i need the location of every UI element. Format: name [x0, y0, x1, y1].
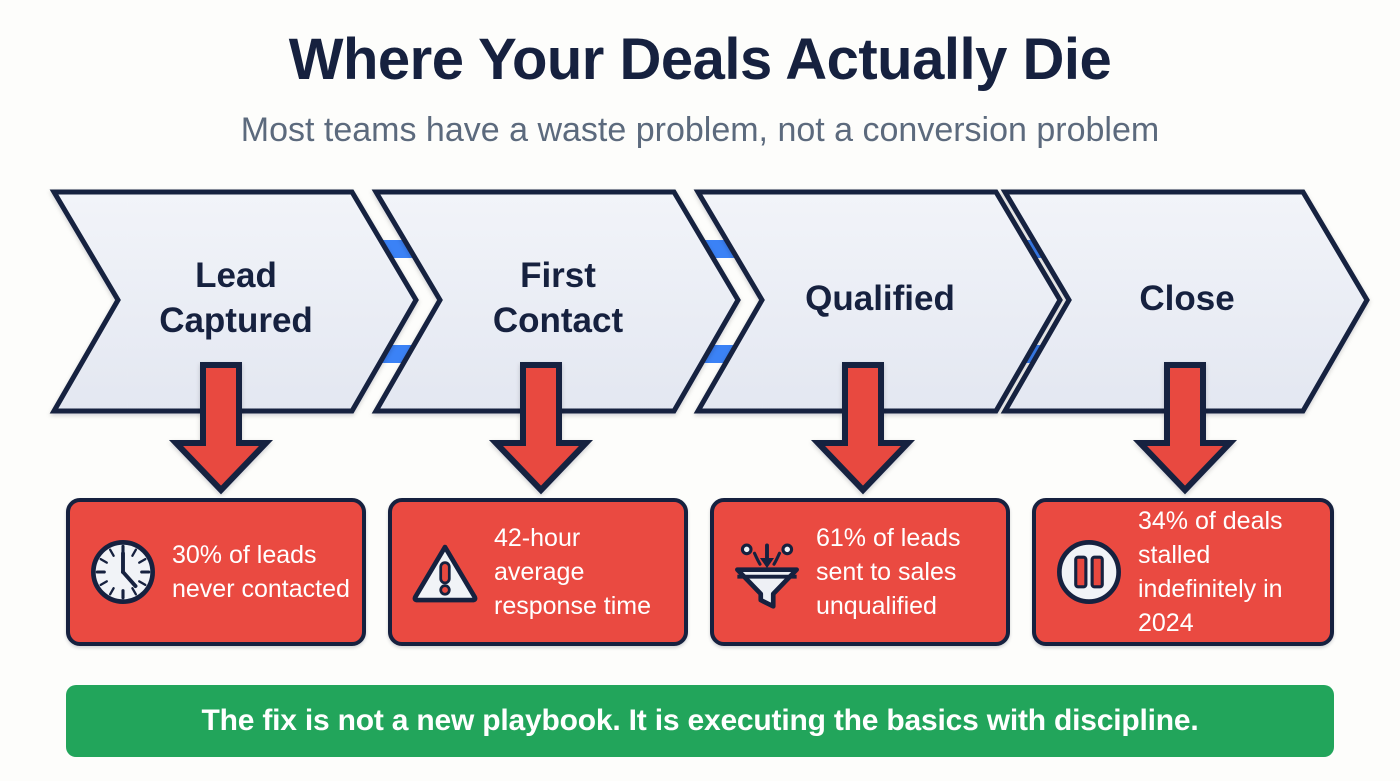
footer-message: The fix is not a new playbook. It is exe…: [201, 704, 1199, 737]
stage-chevron-qualified[interactable]: [693, 189, 1063, 414]
card-text: 34% of deals stalled indefinitely in 202…: [1138, 507, 1283, 637]
funnel-icon: [735, 543, 799, 609]
drop-arrow-2: [488, 362, 594, 495]
card-stalled-deals[interactable]: 34% of deals stalled indefinitely in 202…: [1032, 498, 1334, 646]
page-subtitle: Most teams have a waste problem, not a c…: [240, 111, 1160, 149]
stage-chevron-lead-captured[interactable]: [49, 189, 419, 414]
stage-chevron-first-contact[interactable]: [371, 189, 741, 414]
drop-arrow-1: [168, 362, 274, 495]
card-text: 42-hour average response time: [494, 524, 652, 620]
drop-arrows: [168, 362, 1238, 495]
page-title: Where Your Deals Actually Die: [288, 27, 1112, 92]
card-text: 30% of leads never contacted: [172, 541, 350, 603]
card-unqualified[interactable]: 61% of leads sent to sales unqualified: [710, 498, 1010, 646]
stage-chevron-close[interactable]: [1000, 189, 1370, 414]
card-response-time[interactable]: 42-hour average response time: [388, 498, 688, 646]
pause-icon: [1057, 540, 1121, 604]
clock-icon: [91, 540, 155, 604]
drop-arrow-4: [1132, 362, 1238, 495]
footer-banner: The fix is not a new playbook. It is exe…: [66, 685, 1334, 757]
drop-arrow-3: [810, 362, 916, 495]
warning-triangle-icon: [412, 544, 478, 603]
card-text: 61% of leads sent to sales unqualified: [816, 524, 961, 620]
card-never-contacted[interactable]: 30% of leads never contacted: [66, 498, 366, 646]
